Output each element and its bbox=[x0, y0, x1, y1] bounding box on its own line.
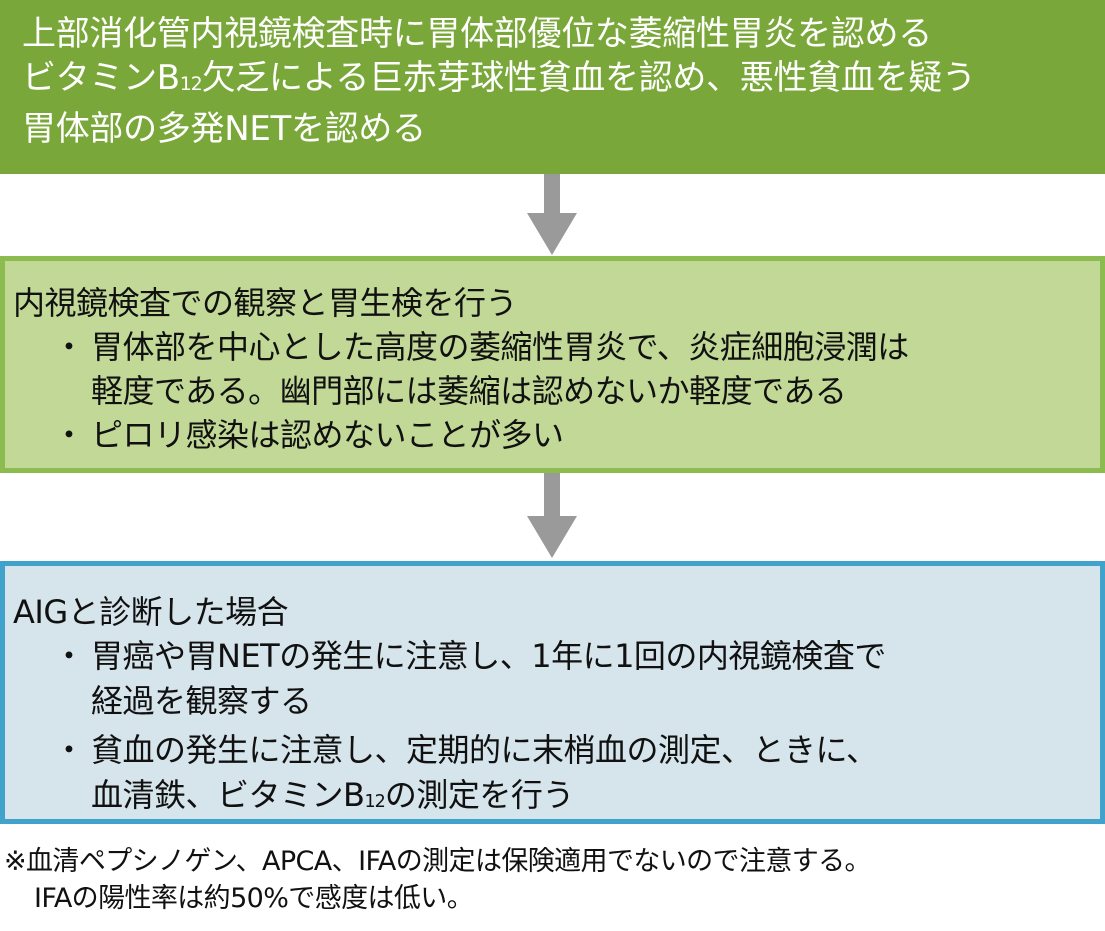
list-item-line: の測定を行う bbox=[384, 776, 575, 814]
list-item-text: ピロリ感染は認めないことが多い bbox=[91, 416, 564, 454]
list-item: ・ピロリ感染は認めないことが多い bbox=[13, 413, 1100, 457]
finding-line-multiple-net: 胃体部の多発NETを認める bbox=[22, 108, 426, 149]
list-item-text: 胃体部を中心とした高度の萎縮性胃炎で、炎症細胞浸潤は 軽度である。幽門部には萎縮… bbox=[91, 328, 909, 410]
flow-arrow-down-icon bbox=[527, 473, 577, 561]
finding-line-pernicious-anemia: ビタミンB12欠乏による巨赤芽球性貧血を認め、悪性貧血を疑う bbox=[22, 56, 1105, 107]
step-box-findings: 上部消化管内視鏡検査時に胃体部優位な萎縮性胃炎を認める ビタミンB12欠乏による… bbox=[0, 0, 1105, 174]
bullet-icon: ・ bbox=[53, 731, 85, 769]
arrow-shaft bbox=[544, 174, 560, 214]
finding-text: ビタミンB bbox=[22, 58, 180, 98]
arrow-shaft bbox=[544, 473, 560, 517]
step-box-aig-management: AIGと診断した場合 ・胃癌や胃NETの発生に注意し、1年に1回の内視鏡検査で … bbox=[0, 561, 1105, 824]
subscript-12: 12 bbox=[179, 73, 203, 95]
flow-arrow-down-icon bbox=[527, 174, 577, 256]
list-item-line: 貧血の発生に注意し、定期的に末梢血の測定、ときに、 bbox=[91, 731, 878, 769]
footnote-line: IFAの陽性率は約50%で感度は低い。 bbox=[34, 883, 474, 914]
step-box-endoscopy-biopsy: 内視鏡検査での観察と胃生検を行う ・胃体部を中心とした高度の萎縮性胃炎で、炎症細… bbox=[0, 256, 1105, 473]
footnote-line: ※血清ペプシノゲン、APCA、IFAの測定は保険適用でないので注意する。 bbox=[4, 846, 872, 877]
list-item: ・胃癌や胃NETの発生に注意し、1年に1回の内視鏡検査で 経過を観察する bbox=[13, 634, 1100, 724]
footnote: ※血清ペプシノゲン、APCA、IFAの測定は保険適用でないので注意する。 IFA… bbox=[4, 843, 1104, 917]
finding-text: 欠乏による巨赤芽球性貧血を認め、悪性貧血を疑う bbox=[201, 58, 976, 98]
finding-line-atrophic-gastritis: 上部消化管内視鏡検査時に胃体部優位な萎縮性胃炎を認める bbox=[22, 14, 932, 54]
arrow-head bbox=[527, 213, 577, 255]
list-item: ・胃体部を中心とした高度の萎縮性胃炎で、炎症細胞浸潤は 軽度である。幽門部には萎… bbox=[13, 325, 1100, 413]
bullet-icon: ・ bbox=[53, 416, 85, 454]
bullet-icon: ・ bbox=[53, 328, 85, 366]
list-item-text: 貧血の発生に注意し、定期的に末梢血の測定、ときに、血清鉄、ビタミンB12の測定を… bbox=[91, 731, 878, 814]
subscript-12: 12 bbox=[364, 791, 385, 812]
step-heading: AIGと診断した場合 bbox=[13, 593, 289, 631]
list-item: ・貧血の発生に注意し、定期的に末梢血の測定、ときに、血清鉄、ビタミンB12の測定… bbox=[13, 728, 1100, 825]
step-heading: 内視鏡検査での観察と胃生検を行う bbox=[13, 284, 518, 322]
list-item-line: 血清鉄、ビタミンB bbox=[91, 776, 365, 814]
arrow-head bbox=[527, 516, 577, 558]
bullet-icon: ・ bbox=[53, 637, 85, 675]
list-item-text: 胃癌や胃NETの発生に注意し、1年に1回の内視鏡検査で 経過を観察する bbox=[91, 637, 886, 720]
